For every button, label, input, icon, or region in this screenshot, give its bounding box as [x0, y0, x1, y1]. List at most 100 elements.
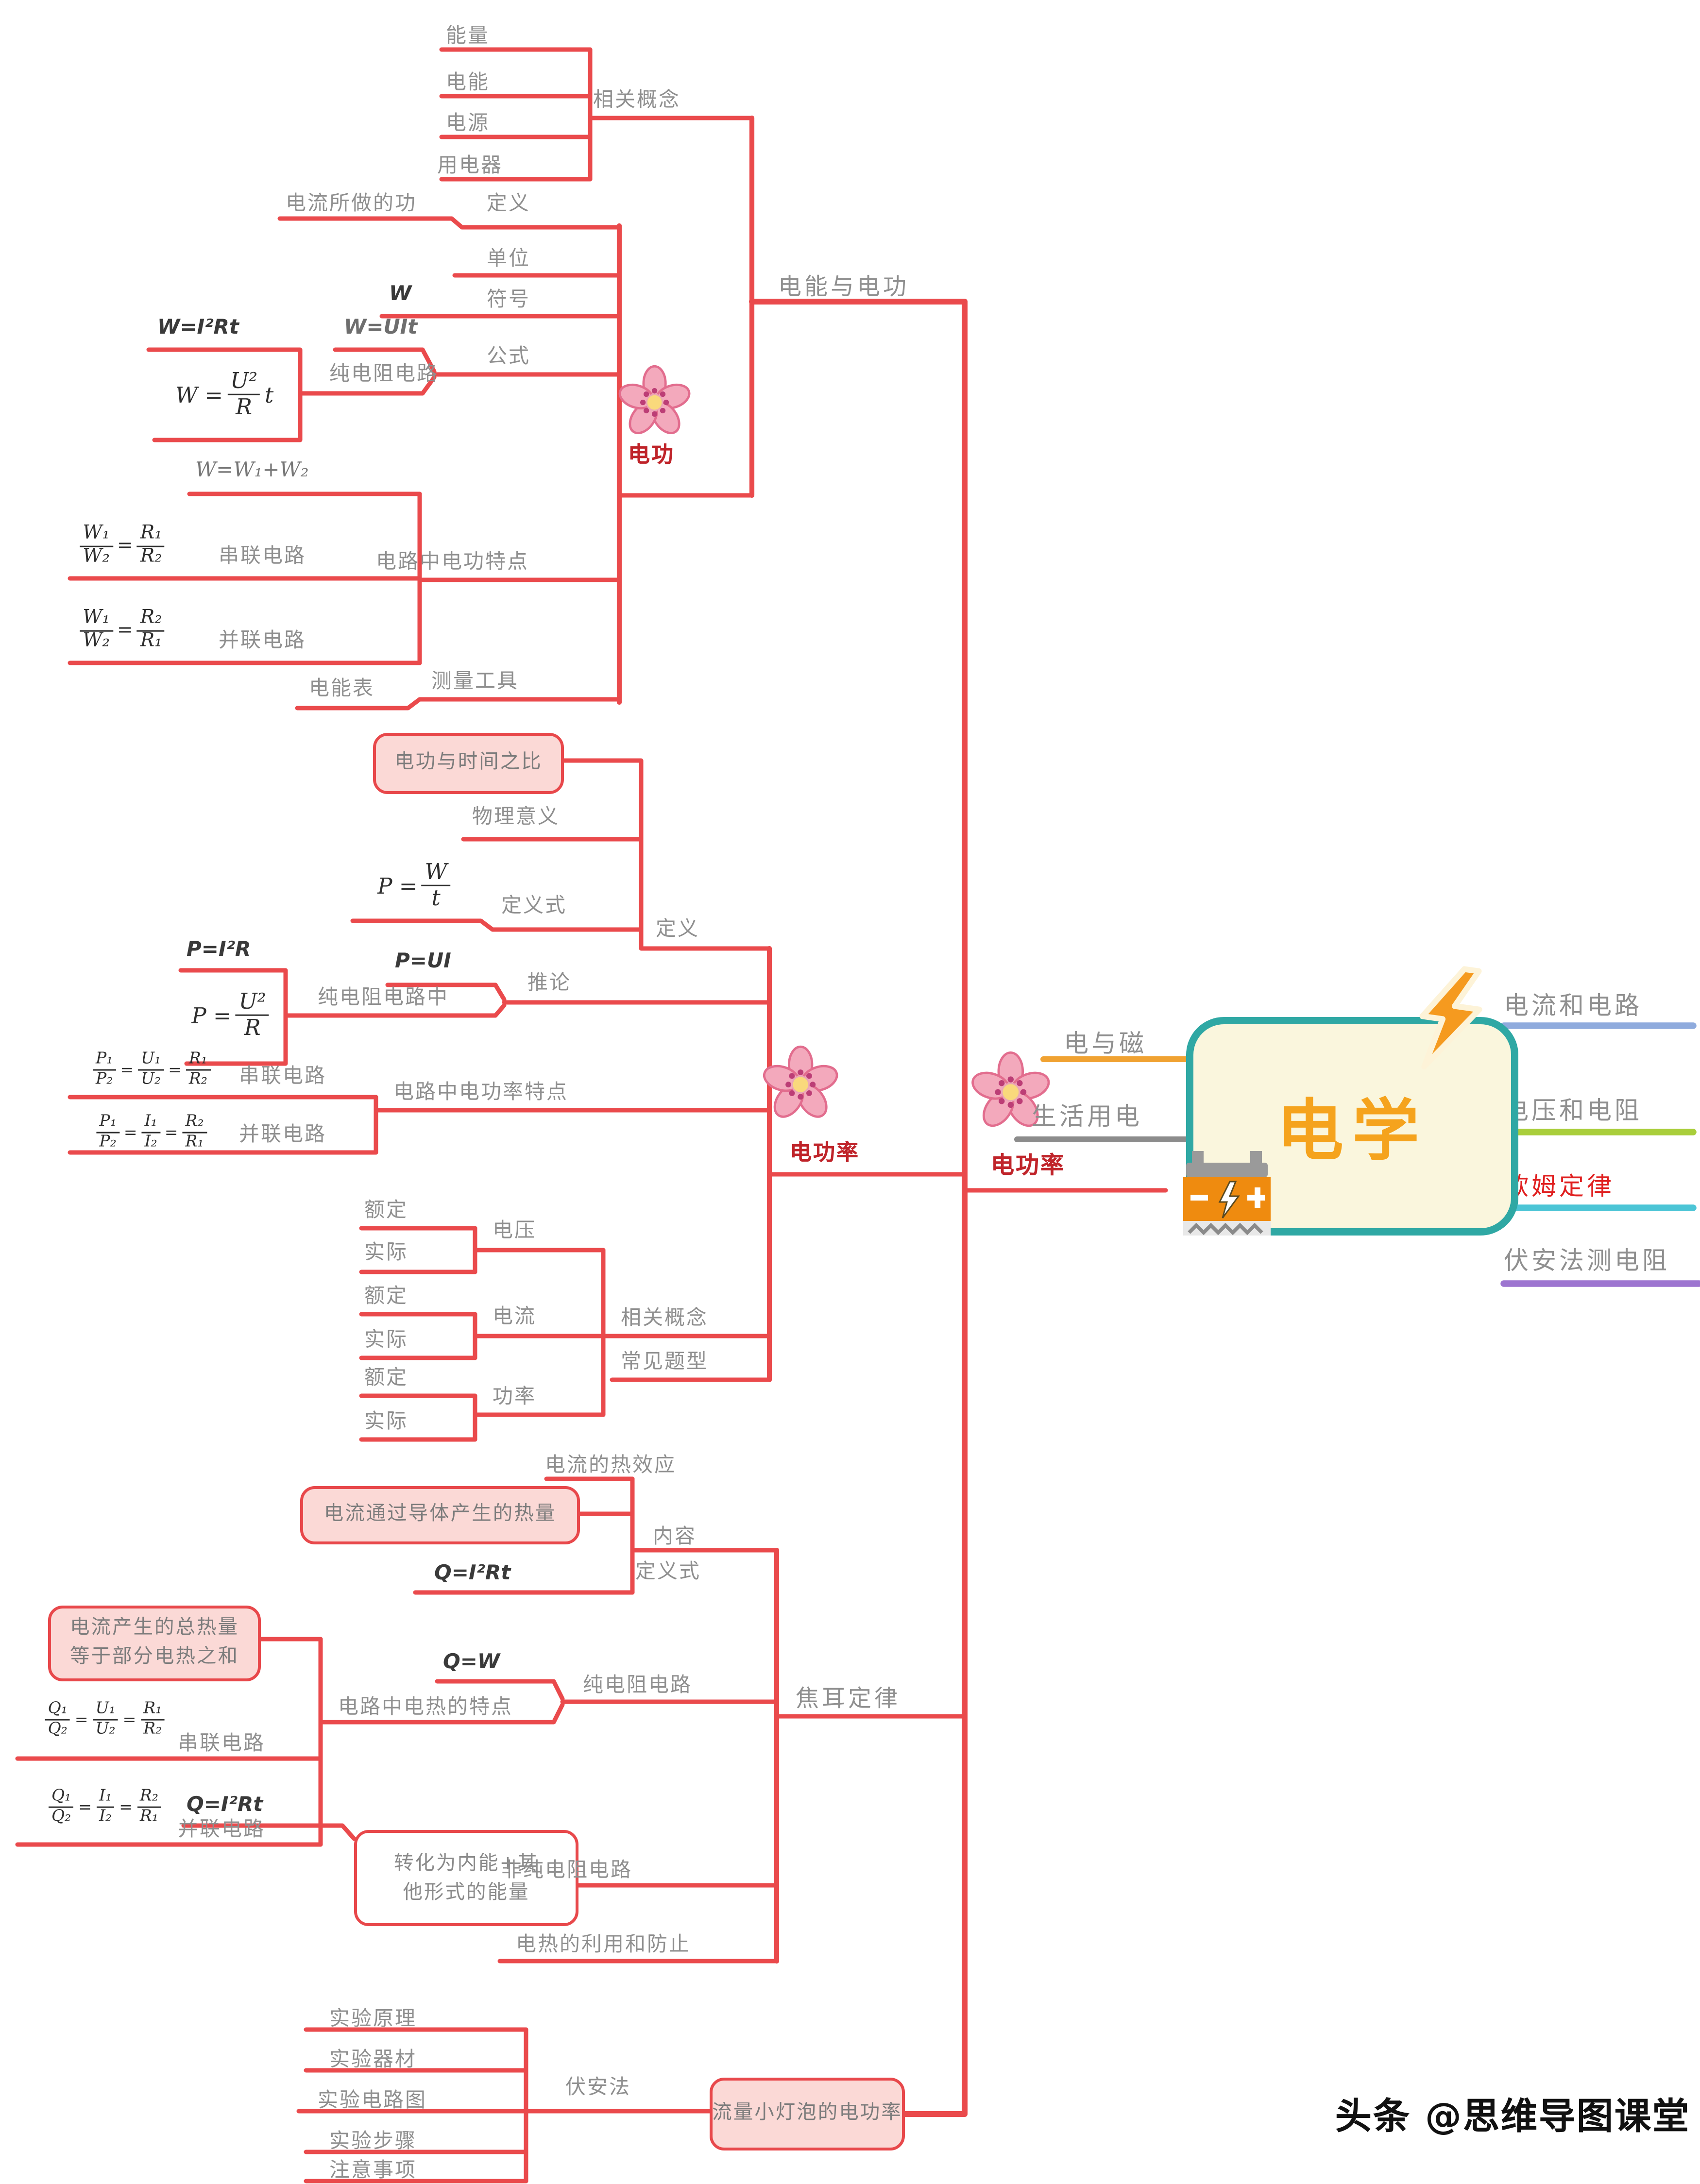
formula-text: = — [78, 1797, 92, 1816]
formula-text: = — [117, 620, 133, 642]
formula-text: = — [74, 1710, 88, 1729]
branch-dianya-he-dianzu: 电压和电阻 — [1504, 1097, 1642, 1126]
box-zhuanhua-neineng-line: 转化为内能+其 — [394, 1851, 539, 1875]
connector — [350, 918, 644, 932]
formula-W-UIt: W=UIt — [344, 316, 418, 339]
connector — [181, 1823, 357, 1841]
topic-neirong: 内容 — [653, 1525, 697, 1549]
branch-oumu-dinglv: 欧姆定律 — [1504, 1173, 1615, 1202]
formula-Q-I2Rt-2: Q=I²Rt — [187, 1794, 263, 1817]
topic-danwei: 单位 — [487, 248, 530, 271]
topic-chundianzu-dianlu-2: 纯电阻电路 — [583, 1674, 692, 1697]
topic-nengliang: 能量 — [446, 25, 490, 48]
box-zhuanhua-neineng-line: 他形式的能量 — [403, 1881, 530, 1904]
topic-wuli-yiyi: 物理意义 — [472, 806, 560, 829]
topic-dianliu: 电流 — [493, 1305, 536, 1329]
flower-diangonglv-inner — [762, 1045, 838, 1128]
topic-binglian-3: 并联电路 — [178, 1818, 265, 1842]
box-liuliang-xiaodengpao: 流量小灯泡的电功率 — [710, 2078, 905, 2150]
connector — [749, 299, 968, 2117]
box-zongreliang-line: 电流产生的总热量 — [70, 1616, 239, 1640]
sym-W: W — [389, 283, 412, 306]
topic-dianlu-dianre-tedian: 电路中电热的特点 — [338, 1696, 513, 1719]
topic-chuanlian-2: 串联电路 — [239, 1065, 326, 1088]
topic-dianlu-diangong-tedian: 电路中电功特点 — [376, 551, 529, 574]
topic-diannengbiao: 电能表 — [309, 677, 374, 701]
topic-dianre-liyong-fangzhi: 电热的利用和防止 — [516, 1933, 691, 1957]
topic-binglian-2: 并联电路 — [239, 1123, 326, 1147]
connector — [277, 216, 622, 230]
formula-Q-W: Q=W — [443, 1651, 500, 1674]
connector — [554, 758, 772, 951]
topic-zhuyi-shixiang: 注意事项 — [329, 2159, 417, 2183]
topic-dingyishi-1: 定义式 — [501, 895, 567, 918]
topic-chundianzu-dianlu-1: 纯电阻电路 — [329, 363, 439, 386]
box-dianliu-tongguo-daoti: 电流通过导体产生的热量 — [300, 1486, 580, 1544]
box-liuliang-xiaodengpao-line: 流量小灯泡的电功率 — [712, 2101, 902, 2125]
formula-text: = — [119, 1797, 133, 1816]
topic-dianlu-diangonglv-tedian: 电路中电功率特点 — [393, 1081, 568, 1104]
lightning-icon — [1419, 966, 1482, 1069]
formula-P-UI: P=UI — [395, 950, 451, 973]
flower-diangong — [617, 365, 691, 444]
topic-shiyan-yuanli: 实验原理 — [329, 2008, 417, 2031]
topic-gonglv: 功率 — [493, 1386, 536, 1409]
connector — [318, 1702, 565, 1725]
topic-dianliu-rexiaoying: 电流的热效应 — [545, 1454, 676, 1477]
topic-dingyi-1: 定义 — [487, 192, 530, 216]
topic-diangonglv-main: 电功率 — [991, 1151, 1066, 1179]
topic-chuanlian-1: 串联电路 — [219, 545, 306, 568]
branch-dian-yu-ci: 电与磁 — [1064, 1030, 1147, 1059]
topic-eding-1: 额定 — [364, 1199, 408, 1222]
topic-eding-2: 额定 — [364, 1285, 408, 1308]
topic-dianya: 电压 — [493, 1219, 536, 1243]
flower-diangonglv-main — [971, 1052, 1052, 1139]
topic-changjian-tixing: 常见题型 — [621, 1351, 708, 1374]
topic-dianneng: 电能 — [446, 71, 490, 95]
topic-dianyuan: 电源 — [446, 112, 490, 135]
formula-text: P = — [191, 1002, 232, 1029]
formula-W-W1-W2: W=W₁+W₂ — [195, 459, 309, 482]
branch-dianliu-he-dianlu: 电流和电路 — [1504, 992, 1642, 1021]
box-diangong-shijian-zhi-bi: 电功与时间之比 — [373, 733, 564, 794]
box-dianliu-tongguo-daoti-line: 电流通过导体产生的热量 — [323, 1502, 557, 1526]
formula-text: t — [265, 382, 274, 408]
trunk-dianneng-yu-diangong: 电能与电功 — [778, 272, 910, 300]
formula-Q-I2Rt-1: Q=I²Rt — [434, 1562, 511, 1585]
formula-text: = — [164, 1122, 178, 1142]
topic-shiji-1: 实际 — [364, 1241, 408, 1265]
box-zongreliang: 电流产生的总热量等于部分电热之和 — [48, 1606, 261, 1681]
formula-text: = — [123, 1122, 137, 1142]
connector — [309, 375, 437, 396]
central-topic-label: 电学 — [1276, 1091, 1428, 1170]
connector — [385, 982, 507, 1002]
watermark: 头条 @思维导图课堂 — [1335, 2095, 1690, 2137]
formula-text: P = — [377, 873, 418, 899]
topic-dingyishi-2: 定义式 — [635, 1560, 701, 1584]
topic-fuanfa: 伏安法 — [565, 2076, 631, 2099]
topic-fuhao: 符号 — [487, 288, 530, 312]
topic-xiangguan-gainian-1: 相关概念 — [593, 89, 680, 112]
